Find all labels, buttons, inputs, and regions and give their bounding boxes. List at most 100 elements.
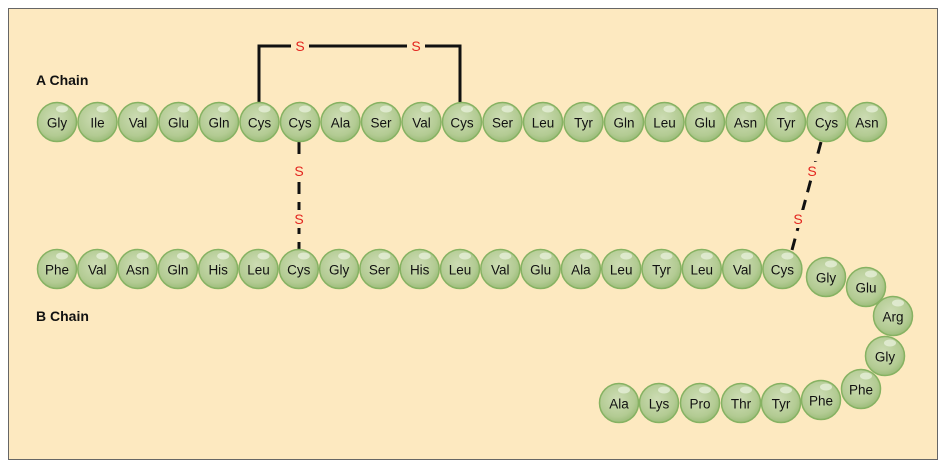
amino-acid-bead bbox=[117, 248, 158, 290]
b-chain-residue: Phe bbox=[840, 368, 882, 410]
amino-acid-bead bbox=[563, 101, 604, 143]
amino-acid-label: Val bbox=[412, 116, 431, 131]
bead-highlight bbox=[176, 252, 189, 260]
b-chain-residue: Gln bbox=[157, 248, 199, 290]
amino-acid-bead bbox=[721, 248, 763, 290]
amino-acid-label: Gln bbox=[167, 263, 188, 278]
amino-acid-bead bbox=[399, 248, 440, 290]
bead-highlight bbox=[96, 105, 109, 113]
amino-acid-label: His bbox=[410, 263, 430, 278]
b-chain-residue: Val bbox=[77, 248, 118, 290]
bead-highlight bbox=[501, 105, 514, 113]
a-chain-residue: Ile bbox=[77, 101, 118, 143]
a-chain-residue: Gly bbox=[36, 101, 78, 143]
b-chain-residue: Cys bbox=[762, 248, 803, 290]
sulfur-label-bg bbox=[789, 210, 807, 228]
amino-acid-bead bbox=[279, 101, 321, 143]
b-chain-residue: Pro bbox=[679, 382, 721, 424]
amino-acid-label: Lys bbox=[649, 397, 670, 412]
amino-acid-bead bbox=[158, 101, 199, 143]
amino-acid-bead bbox=[641, 248, 682, 290]
amino-acid-label: Glu bbox=[530, 263, 551, 278]
amino-acid-bead bbox=[864, 335, 906, 377]
disulfide-bond-a20-b19 bbox=[790, 141, 823, 251]
a-chain-residue: Cys bbox=[441, 101, 483, 143]
amino-acid-label: Cys bbox=[288, 116, 311, 131]
amino-acid-bead bbox=[765, 101, 807, 143]
amino-acid-label: Cys bbox=[815, 116, 838, 131]
amino-acid-bead bbox=[560, 248, 602, 290]
amino-acid-bead bbox=[805, 256, 847, 298]
amino-acid-bead bbox=[320, 101, 361, 143]
amino-acid-label: Ala bbox=[609, 397, 629, 412]
amino-acid-bead bbox=[762, 248, 803, 290]
a-chain-residue: Gln bbox=[198, 101, 240, 143]
bead-highlight bbox=[825, 105, 838, 113]
amino-acid-bead bbox=[239, 101, 280, 143]
amino-acid-label: Val bbox=[733, 263, 752, 278]
amino-acid-bead bbox=[197, 248, 239, 290]
amino-acid-bead bbox=[679, 382, 721, 424]
b-chain-residue: Val bbox=[721, 248, 763, 290]
amino-acid-label: Ser bbox=[370, 116, 392, 131]
amino-acid-label: Leu bbox=[653, 116, 676, 131]
bead-highlight bbox=[660, 252, 673, 260]
amino-acid-bead bbox=[318, 248, 360, 290]
a-chain-residue: Leu bbox=[522, 101, 564, 143]
a-chain-residue: Tyr bbox=[563, 101, 604, 143]
amino-acid-label: Asn bbox=[126, 263, 149, 278]
b-chain-residue: Gly bbox=[805, 256, 847, 298]
amino-acid-bead bbox=[401, 101, 442, 143]
bead-highlight bbox=[297, 252, 310, 260]
b-chain-residue: Val bbox=[480, 248, 521, 290]
b-chain-residue: Leu bbox=[238, 248, 279, 290]
bead-highlight bbox=[740, 386, 752, 394]
amino-acid-label: Gly bbox=[816, 271, 837, 286]
amino-acid-bead bbox=[846, 101, 888, 143]
amino-acid-label: Thr bbox=[731, 397, 752, 412]
bead-highlight bbox=[137, 105, 149, 113]
sulfur-label: S bbox=[294, 163, 303, 179]
a-chain-residue: Ala bbox=[320, 101, 361, 143]
amino-acid-label: Val bbox=[491, 263, 510, 278]
sulfur-label-bg bbox=[290, 210, 308, 228]
amino-acid-label: Ala bbox=[571, 263, 591, 278]
bead-highlight bbox=[418, 252, 431, 260]
bead-highlight bbox=[620, 252, 633, 260]
bead-highlight bbox=[420, 105, 433, 113]
amino-acid-label: Ser bbox=[369, 263, 391, 278]
a-chain-residue: Gln bbox=[603, 101, 645, 143]
amino-acid-label: Tyr bbox=[772, 397, 791, 412]
a-chain-residue: Tyr bbox=[765, 101, 807, 143]
b-chain-residue: Leu bbox=[439, 248, 481, 290]
amino-acid-bead bbox=[760, 382, 802, 424]
amino-acid-label: Gly bbox=[329, 263, 350, 278]
bead-highlight bbox=[459, 252, 471, 260]
b-chain-residue: Arg bbox=[872, 295, 914, 337]
bead-highlight bbox=[499, 252, 512, 260]
a-chain-residue: Leu bbox=[644, 101, 685, 143]
b-chain-residue: Thr bbox=[720, 382, 762, 424]
amino-acid-bead bbox=[36, 248, 78, 290]
bead-highlight bbox=[884, 339, 896, 347]
amino-acid-bead bbox=[482, 101, 523, 143]
amino-acid-bead bbox=[520, 248, 561, 290]
b-chain-residue: Gly bbox=[864, 335, 906, 377]
b-chain-residue: Ser bbox=[359, 248, 400, 290]
amino-acid-label: Leu bbox=[532, 116, 555, 131]
bead-highlight bbox=[865, 270, 877, 278]
amino-acid-bead bbox=[725, 101, 766, 143]
amino-acid-label: Val bbox=[88, 263, 107, 278]
amino-acid-label: His bbox=[208, 263, 228, 278]
amino-acid-label: Tyr bbox=[652, 263, 671, 278]
amino-acid-label: Ala bbox=[331, 116, 351, 131]
bead-highlight bbox=[781, 252, 794, 260]
amino-acid-bead bbox=[681, 248, 723, 290]
amino-acid-bead bbox=[720, 382, 762, 424]
sulfur-label: S bbox=[294, 211, 303, 227]
bead-highlight bbox=[299, 105, 311, 113]
b-chain-residue: Glu bbox=[520, 248, 561, 290]
amino-acid-label: Cys bbox=[248, 116, 271, 131]
amino-acid-bead bbox=[845, 266, 887, 308]
b-chain-residue: Tyr bbox=[760, 382, 802, 424]
